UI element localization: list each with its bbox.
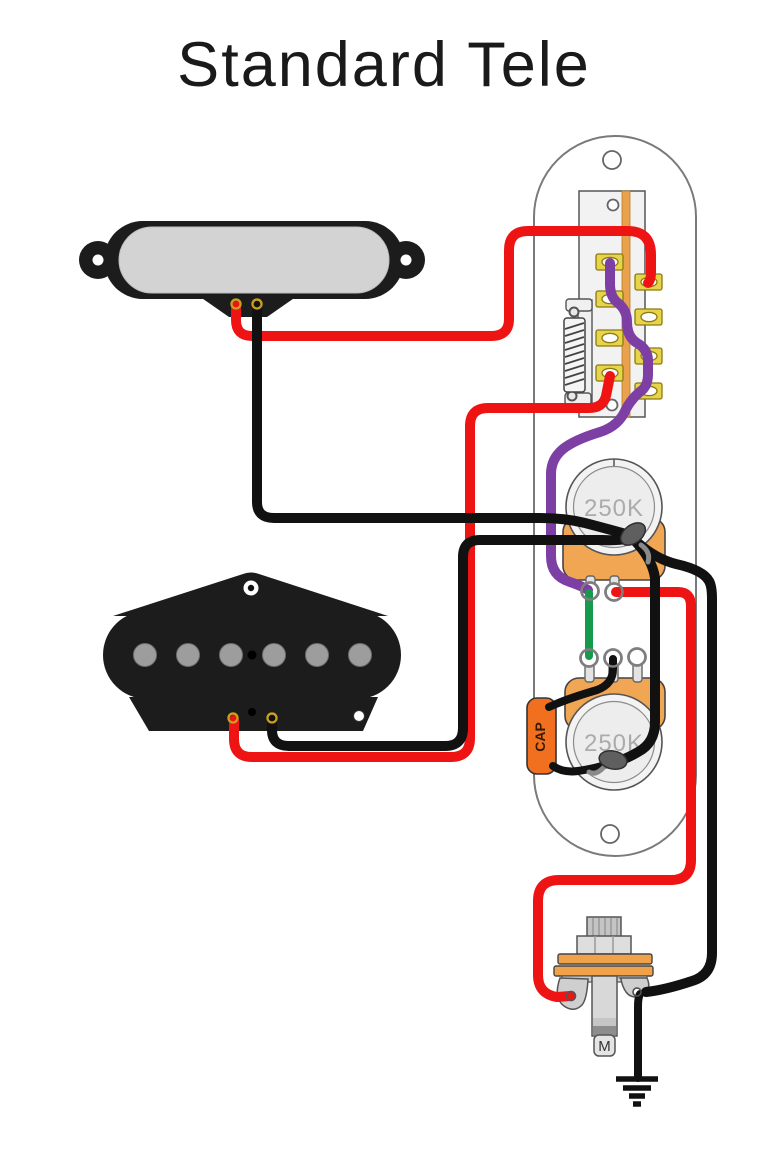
pole-piece-4 [262,643,286,667]
spring-hook-top [568,306,580,318]
spring-hook-bottom [566,390,578,402]
jack-sleeve-hole-overlay [632,987,642,997]
switch-screw-hole-top [606,198,620,212]
capacitor-label: CAP [532,722,548,752]
pole-piece-1 [133,643,157,667]
volume-solder-drip [638,542,652,565]
pole-piece-3 [219,643,243,667]
neck-pickup-cover [118,226,390,294]
jack-hex-nut [576,935,632,955]
jack-washer-2 [553,965,654,977]
plate-screw-hole-top [602,150,622,170]
bridge-center-dot [247,650,257,660]
bridge-screw-hole-bottom [353,710,365,722]
wire-switch-output [546,258,653,595]
bridge-screw-top-dot [247,584,255,592]
volume-ring-right-overlay [604,582,624,602]
neck-screw-hole-right [400,254,412,266]
solder-joints [586,522,652,776]
bridge-eyelet-ground-overlay [266,712,278,724]
wire-neck-ground [252,302,638,541]
jack-barrel-band-dark [593,1026,616,1035]
tone-solder-drip [586,764,607,776]
neck-pickup-tab [196,294,300,317]
pole-piece-5 [305,643,329,667]
jack-washer-1 [557,953,653,965]
bridge-pole-pieces [133,643,372,667]
ground-symbol [616,1076,658,1107]
volume-solder-blob [619,522,647,546]
output-jack: M [553,916,654,1057]
spring-coil-hatch [564,322,585,386]
bridge-pickup [103,572,401,731]
wire-tone-lug-to-cap [545,655,617,711]
neck-screw-hole-left [92,254,104,266]
bridge-plate-dot [248,708,256,716]
wire-output-hot [533,587,696,1002]
neck-eyelet-hot-overlay [230,298,242,310]
wire-bridge-ground [267,533,635,751]
neck-eyelet-ground-overlay [251,298,263,310]
capacitor-body [526,697,557,775]
jack-tip-hole-overlay [565,990,577,1002]
neck-pickup [79,221,425,317]
tone-ring-right-overlay [627,647,647,667]
bridge-eyelet-hot-overlay [227,712,239,724]
jack-shaft-threads [592,918,618,936]
volume-ring-left-overlay [580,581,600,601]
wire-ground-lead [634,990,644,1082]
pole-piece-6 [348,643,372,667]
wire-jack-ground [633,538,717,997]
jack-barrel-band-light [593,1018,616,1026]
jack-label-plate [593,1034,616,1057]
tone-ring-left-overlay [579,648,599,668]
diagram-title: Standard Tele [177,30,591,100]
wire-bridge-hot [229,371,615,762]
switch-lug-l3 [595,329,624,347]
wire-neck-hot [231,226,656,341]
switch-spring [563,298,593,406]
tone-solder-blob [598,749,628,771]
switch-lug-r2 [634,308,663,326]
volume-pot-label: 250K [584,495,644,522]
tone-ring-middle-overlay [603,648,623,668]
pole-piece-2 [176,643,200,667]
jack-threaded-shaft [586,916,622,938]
tone-capacitor: CAP [526,697,557,775]
jack-marking: M [598,1038,611,1055]
plate-screw-hole-bottom [600,824,620,844]
terminal-overlays [227,298,647,1002]
